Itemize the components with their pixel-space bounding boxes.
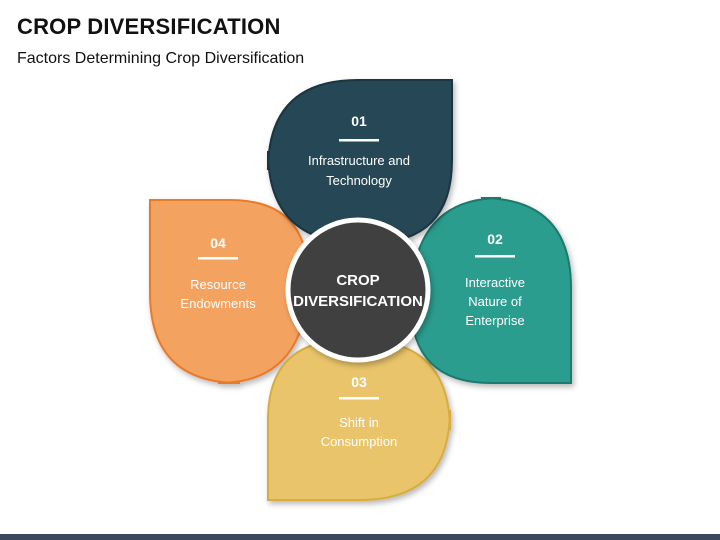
petal-02-divider [475, 255, 515, 258]
petal-04-shape [149, 199, 310, 384]
center-circle [285, 217, 431, 363]
page-subtitle: Factors Determining Crop Diversification [17, 50, 305, 67]
petal-02-label-3: Enterprise [465, 313, 524, 328]
petal-01-shape [267, 79, 453, 244]
center-label-2: DIVERSIFICATION [293, 293, 423, 310]
petal-02: 02 Interactive Nature of Enterprise [409, 197, 572, 384]
petal-03-number: 03 [351, 374, 367, 390]
petal-01-divider [339, 139, 379, 142]
petal-01-label-2: Technology [326, 173, 392, 188]
petal-04-label-1: Resource [190, 277, 246, 292]
petal-03-divider [339, 397, 379, 400]
petal-03-shape [267, 339, 451, 501]
petal-03-label-2: Consumption [321, 434, 398, 449]
petal-01: 01 Infrastructure and Technology [267, 79, 453, 244]
bottom-accent-bar [0, 534, 720, 540]
petal-01-number: 01 [351, 113, 367, 129]
petal-03-label-1: Shift in [339, 415, 379, 430]
petal-02-number: 02 [487, 231, 503, 247]
petal-02-label-2: Nature of [468, 294, 522, 309]
petal-03: 03 Shift in Consumption [267, 339, 451, 501]
petal-04-divider [198, 257, 238, 260]
petal-04-number: 04 [210, 235, 226, 251]
page-title: CROP DIVERSIFICATION [17, 14, 281, 39]
petal-04: 04 Resource Endowments [149, 199, 310, 384]
center-hub: CROP DIVERSIFICATION [285, 217, 431, 363]
petal-02-label-1: Interactive [465, 275, 525, 290]
petal-02-shape [409, 197, 572, 384]
petal-01-label-1: Infrastructure and [308, 153, 410, 168]
petal-04-label-2: Endowments [180, 296, 256, 311]
center-label-1: CROP [336, 272, 379, 289]
